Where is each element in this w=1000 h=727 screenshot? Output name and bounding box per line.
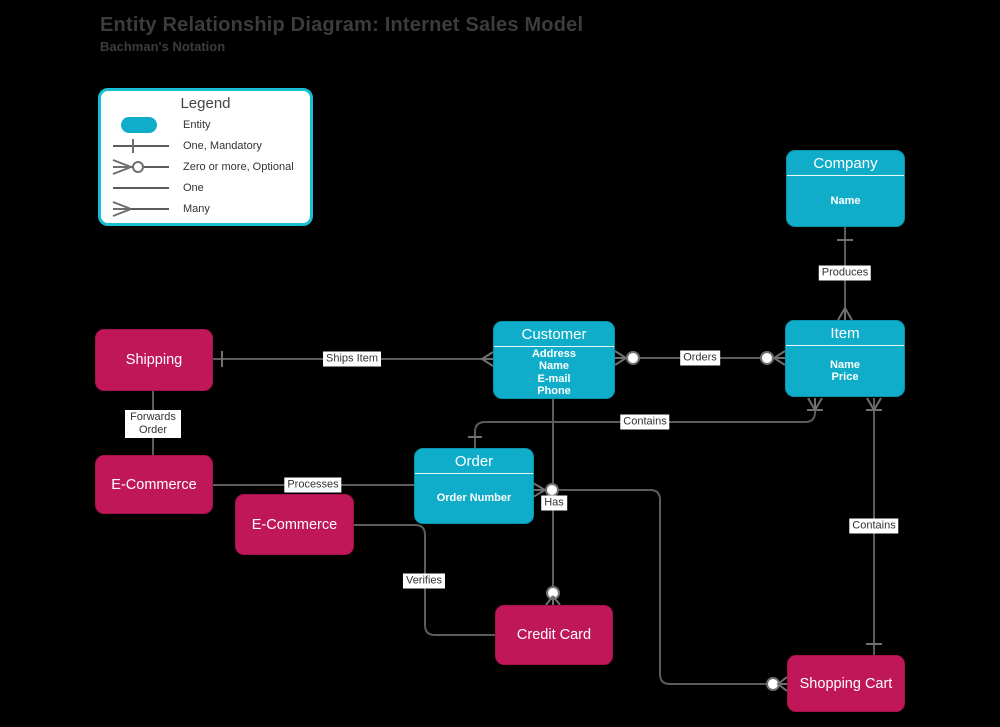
entity-attribute: Price [831,371,859,383]
entity-divider [786,345,904,346]
entity-shopping-cart[interactable]: Shopping Cart [787,655,905,712]
entity-label: E-Commerce [111,476,197,493]
legend-item-label: Entity [183,118,211,131]
entity-customer[interactable]: Customer Address Name E-mail Phone [493,321,615,399]
entity-company[interactable]: Company Name [786,150,905,227]
entity-attribute: E-mail [537,372,571,385]
rel-label-contains-item-cart[interactable]: Contains [849,518,899,534]
entity-label: Shipping [125,352,183,368]
legend-item-zero-or-more: Zero or more, Optional [101,156,310,177]
entity-title: Item [830,325,860,342]
legend-title: Legend [180,95,231,112]
legend-item-entity: Entity [101,114,310,135]
entity-title: Customer [521,326,587,343]
entity-divider [415,473,533,474]
entity-attribute: Order Number [436,492,512,505]
entity-attribute: Name [830,358,860,371]
rel-label-orders[interactable]: Orders [680,350,720,366]
rel-label-processes[interactable]: Processes [284,477,342,493]
entity-shipping[interactable]: Shipping [95,329,213,391]
entity-attribute: Name [539,360,569,372]
entity-order[interactable]: Order Order Number [414,448,534,524]
legend-item-label: One [183,181,204,194]
entity-title: Order [454,453,494,470]
entity-ecommerce-2[interactable]: E-Commerce [235,494,354,555]
entity-attribute: Name [830,194,861,207]
legend-item-one-mandatory: One, Mandatory [101,135,310,156]
entity-item[interactable]: Item Name Price [785,320,905,397]
legend: Legend Entity One, Mandatory Zero or mor… [98,88,313,226]
entity-label: Shopping Cart [799,675,893,692]
entity-credit-card[interactable]: Credit Card [495,605,613,665]
entity-ecommerce-1[interactable]: E-Commerce [95,455,213,514]
rel-label-ships-item[interactable]: Ships Item [323,351,381,367]
zero-or-more-optional-icon [109,157,171,177]
rel-label-forwards-order[interactable]: Forwards Order [125,410,181,438]
entity-attribute: Address [531,347,577,360]
one-icon [109,178,171,198]
legend-item-one: One [101,177,310,198]
page-subtitle: Bachman's Notation [100,39,226,54]
one-mandatory-icon [109,136,171,156]
entity-swatch-icon [109,116,171,133]
rel-label-has[interactable]: Has [541,495,567,511]
rel-label-verifies[interactable]: Verifies [402,573,446,589]
legend-item-label: One, Mandatory [183,139,262,152]
rel-label-produces[interactable]: Produces [818,265,872,281]
rel-label-contains-order-item[interactable]: Contains [620,414,670,430]
many-icon [109,199,171,219]
entity-attribute: Phone [537,385,571,397]
legend-item-many: Many [101,198,310,219]
page-title: Entity Relationship Diagram: Internet Sa… [100,14,584,36]
entity-divider [787,175,904,176]
entity-label: Credit Card [516,627,592,643]
legend-item-label: Zero or more, Optional [183,160,294,173]
entity-title: Company [813,155,878,172]
entity-label: E-Commerce [251,516,338,533]
legend-item-label: Many [183,202,210,215]
entity-divider [494,346,614,347]
